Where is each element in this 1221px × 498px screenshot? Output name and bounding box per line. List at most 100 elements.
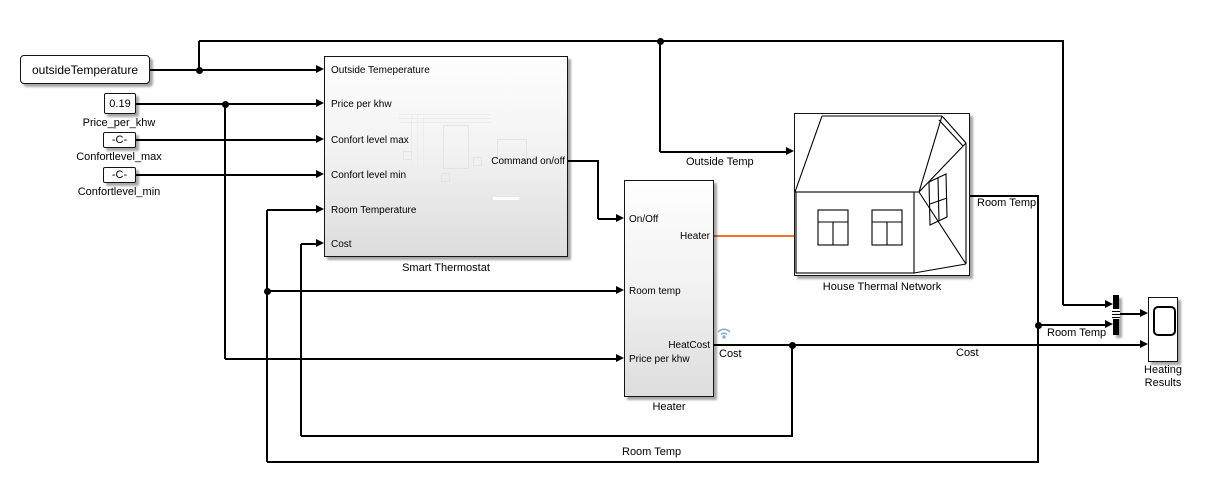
port-label-command-onoff: Command on/off — [491, 156, 565, 167]
port-label-comfort-level-max: Confort level max — [331, 135, 409, 146]
smart-thermostat-name[interactable]: Smart Thermostat — [402, 262, 490, 274]
wire-heatcost-to-scope[interactable] — [714, 344, 1140, 346]
price-constant-block[interactable]: 0.19 — [104, 93, 136, 114]
wire-room-temp-to-mux[interactable] — [1038, 324, 1105, 326]
comfort-min-constant-value: -C- — [111, 169, 128, 181]
wire-outside-temp-to-mux[interactable] — [1062, 41, 1064, 305]
price-constant-name[interactable]: Price_per_khw — [82, 117, 156, 129]
arrowhead-icon — [1105, 320, 1113, 328]
wire-price-to-heater[interactable] — [225, 358, 616, 360]
arrowhead-icon — [1105, 300, 1113, 308]
outside-temperature-source-label: outsideTemperature — [31, 62, 139, 77]
port-label-comfort-level-min: Confort level min — [331, 170, 407, 181]
wire-junction-dot — [1034, 321, 1042, 329]
heating-results-scope-name[interactable]: Heating Results — [1144, 364, 1182, 389]
thermostat-preview — [399, 122, 491, 123]
house-thermal-network-name[interactable]: House Thermal Network — [822, 281, 942, 293]
comfort-max-constant-value: -C- — [111, 134, 128, 146]
wire-room-temp-feedback[interactable] — [267, 461, 1039, 463]
arrowhead-icon — [1140, 340, 1148, 348]
arrowhead-icon — [316, 239, 324, 247]
port-label-price-per-khw: Price per khw — [629, 354, 690, 365]
port-label-room-temperature: Room Temperature — [331, 205, 417, 216]
wire-command-onoff[interactable] — [568, 160, 599, 162]
heater-name[interactable]: Heater — [652, 401, 686, 413]
wire-comfort-max-to-thermostat[interactable] — [136, 139, 318, 141]
arrowhead-icon — [316, 205, 324, 213]
wire-junction-dot — [263, 287, 271, 295]
heating-results-scope-block[interactable] — [1148, 297, 1178, 362]
arrowhead-icon — [616, 214, 624, 222]
wire-room-temp-to-heater[interactable] — [267, 290, 616, 292]
wire-label-room-temp-house[interactable]: Room Temp — [977, 197, 1037, 209]
wire-label-cost-scope[interactable]: Cost — [956, 347, 979, 359]
wire-outside-temp-to-mux[interactable] — [1063, 304, 1105, 306]
thermostat-preview — [473, 157, 482, 166]
house-icon — [795, 115, 967, 274]
port-label-heater-out: Heater — [679, 231, 710, 242]
wire-comfort-min-to-thermostat[interactable] — [136, 174, 318, 176]
arrowhead-icon — [616, 286, 624, 294]
port-label-outside-temperature: Outside Temeperature — [331, 65, 430, 76]
port-label-room-temp: Room temp — [629, 286, 681, 297]
wire-mux-to-scope[interactable] — [1119, 313, 1140, 315]
wire-outside-temperature-top-branch[interactable] — [199, 40, 1064, 42]
thermostat-preview — [417, 115, 418, 169]
mux-block[interactable] — [1112, 295, 1120, 335]
port-label-heatcost-out: HeatCost — [668, 340, 710, 351]
wire-cost-feedback[interactable] — [300, 244, 302, 436]
thermostat-preview — [423, 119, 424, 169]
heater-block[interactable]: On/Off Room temp Price per khw Heater He… — [624, 180, 714, 397]
port-label-cost: Cost — [331, 239, 352, 250]
thermostat-preview — [403, 151, 412, 160]
thermostat-preview — [441, 173, 450, 182]
price-constant-value: 0.19 — [109, 97, 131, 110]
arrowhead-icon — [316, 170, 324, 178]
comfort-min-constant-block[interactable]: -C- — [103, 167, 136, 183]
wire-label-room-temp-feedback[interactable]: Room Temp — [622, 446, 682, 458]
thermostat-preview — [411, 115, 412, 169]
wire-outside-temp-to-house[interactable] — [660, 151, 788, 153]
wire-price-to-heater[interactable] — [224, 104, 226, 359]
wire-outside-temperature-top-branch[interactable] — [198, 41, 200, 70]
comfort-min-constant-name[interactable]: Confortlevel_min — [77, 186, 161, 198]
wire-label-room-temp-mux[interactable]: Room Temp — [1047, 327, 1107, 339]
signal-logging-badge-icon — [717, 328, 731, 339]
wire-outside-temperature-to-thermostat[interactable] — [150, 69, 319, 71]
wire-label-cost-heater[interactable]: Cost — [719, 348, 742, 360]
thermostat-preview — [399, 118, 491, 119]
thermostat-preview — [497, 139, 527, 160]
arrowhead-icon — [1140, 309, 1148, 317]
wire-junction-dot — [195, 66, 203, 74]
arrowhead-icon — [316, 135, 324, 143]
outside-temperature-source-block[interactable]: outsideTemperature — [20, 55, 150, 84]
port-label-price-per-khw: Price per khw — [331, 99, 392, 110]
wire-room-temp-feedback[interactable] — [1037, 196, 1039, 462]
thermostat-preview — [399, 114, 491, 115]
arrowhead-icon — [316, 99, 324, 107]
smart-thermostat-block[interactable]: Outside Temeperature Price per khw Confo… — [324, 56, 568, 257]
wire-room-temp-feedback[interactable] — [266, 210, 268, 462]
wire-junction-dot — [221, 100, 229, 108]
mux-icon — [1112, 309, 1120, 319]
wire-cost-feedback[interactable] — [301, 435, 793, 437]
wire-label-outside-temp[interactable]: Outside Temp — [686, 156, 754, 168]
wire-command-onoff[interactable] — [598, 218, 616, 220]
wire-junction-dot — [788, 341, 796, 349]
wire-outside-temp-to-house[interactable] — [659, 41, 661, 152]
comfort-max-constant-block[interactable]: -C- — [103, 132, 136, 148]
arrowhead-icon — [316, 65, 324, 73]
wire-cost-feedback[interactable] — [791, 345, 793, 436]
wire-command-onoff[interactable] — [597, 161, 599, 219]
wire-house-room-temp-out[interactable] — [970, 195, 1039, 197]
thermostat-preview — [493, 197, 519, 200]
wire-junction-dot — [656, 37, 664, 45]
wire-cost-to-thermostat[interactable] — [301, 243, 318, 245]
wire-heater-to-house-physical[interactable] — [714, 235, 794, 237]
wire-room-temp-to-thermostat[interactable] — [267, 209, 318, 211]
arrowhead-icon — [786, 147, 794, 155]
house-thermal-network-block[interactable] — [794, 113, 970, 276]
comfort-max-constant-name[interactable]: Confortlevel_max — [76, 151, 162, 163]
scope-screen-icon — [1153, 306, 1176, 336]
